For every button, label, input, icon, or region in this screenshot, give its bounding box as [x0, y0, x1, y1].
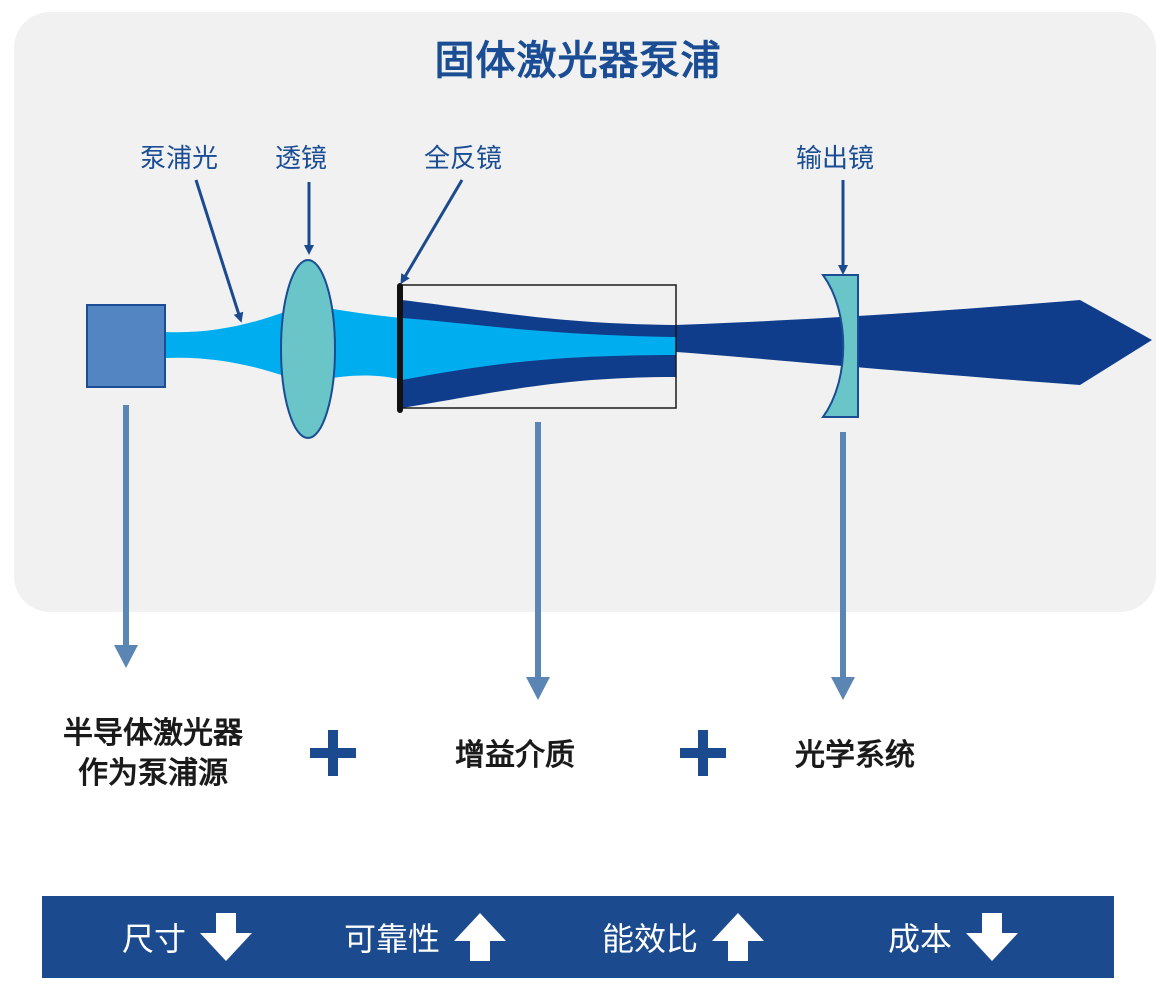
arrow-down-icon	[200, 913, 253, 961]
metric-size: 尺寸	[122, 896, 254, 978]
full-mirror-label: 全反镜	[424, 144, 503, 174]
lens-label: 透镜	[275, 144, 328, 174]
metric-cost: 成本	[888, 896, 1020, 978]
metric-size-label: 尺寸	[122, 920, 187, 958]
pump-beam-focused	[322, 307, 402, 380]
pump-light-label: 泵浦光	[140, 144, 219, 174]
metric-efficiency: 能效比	[602, 896, 766, 978]
metric-efficiency-label: 能效比	[602, 920, 699, 958]
plus-icon	[680, 730, 726, 776]
pump-light-pointer	[194, 179, 244, 323]
output-mirror	[821, 274, 859, 418]
pump-beam	[165, 310, 290, 378]
arrow-down-icon	[966, 913, 1019, 961]
pump-source-arrowhead	[114, 645, 138, 668]
gain-medium-arrowhead	[526, 677, 550, 700]
optical-system-arrowhead	[831, 677, 855, 700]
metric-cost-label: 成本	[888, 920, 953, 958]
metric-reliability: 可靠性	[344, 896, 508, 978]
pump-beam-in-rod	[402, 318, 676, 380]
optical-system-label: 光学系统	[795, 738, 915, 773]
metrics-bar: 尺寸 可靠性 能效比 成本	[42, 896, 1114, 978]
metric-reliability-label: 可靠性	[344, 920, 441, 958]
output-beam	[676, 300, 1152, 385]
gain-medium-label: 增益介质	[455, 738, 575, 773]
arrow-up-icon	[454, 913, 507, 961]
output-mirror-label: 输出镜	[796, 144, 875, 174]
arrow-up-icon	[712, 913, 765, 961]
full-mirror-pointer	[400, 179, 464, 285]
diagram-title: 固体激光器泵浦	[434, 38, 722, 84]
plus-icon	[310, 730, 356, 776]
pump-source-box	[86, 304, 166, 388]
semiconductor-laser-label: 半导体激光器 作为泵浦源	[63, 716, 243, 791]
lens-shape	[280, 259, 336, 439]
